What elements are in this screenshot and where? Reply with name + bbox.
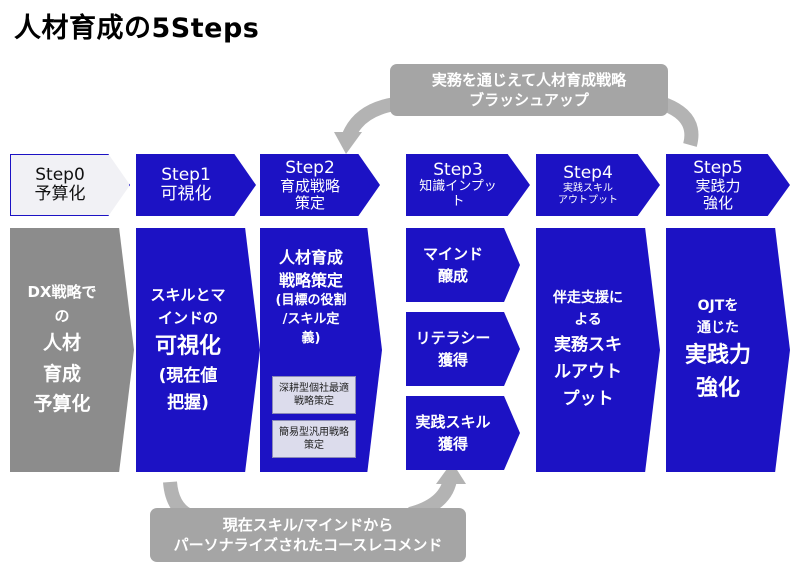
step4-header: Step4 実践スキル アウトプット xyxy=(536,154,660,216)
step0-body: DX戦略で の 人材 育成 予算化 xyxy=(10,228,134,472)
page-title: 人材育成の5Steps xyxy=(14,13,260,44)
step1-header: Step1 可視化 xyxy=(136,154,256,216)
step2-header: Step2 育成戦略 策定 xyxy=(260,154,380,216)
top-loop-label: 実務を通じえて人材育成戦略 ブラッシュアップ xyxy=(390,64,668,116)
step2-option-simple: 簡易型汎用戦略 策定 xyxy=(272,420,356,458)
step2-option-deep: 深耕型個社最適 戦略策定 xyxy=(272,376,356,414)
step3-header: Step3 知識インプッ ト xyxy=(406,154,530,216)
bottom-loop-arrowhead xyxy=(436,462,466,484)
step3-item-practical: 実践スキル 獲得 xyxy=(406,396,520,470)
step3-item-literacy: リテラシー 獲得 xyxy=(406,312,520,386)
step5-header: Step5 実践力 強化 xyxy=(666,154,790,216)
bottom-loop-label: 現在スキル/マインドから パーソナライズされたコースレコメンド xyxy=(150,508,466,562)
step0-header: Step0 予算化 xyxy=(10,154,130,216)
step5-body: OJTを 通じた 実践力 強化 xyxy=(666,228,790,472)
top-loop-arrowhead xyxy=(334,132,362,154)
step1-body: スキルとマ インドの 可視化 (現在値 把握) xyxy=(136,228,260,472)
step3-item-mind: マインド 醸成 xyxy=(406,228,520,302)
step4-body: 伴走支援に よる 実務スキ ルアウト プット xyxy=(536,228,660,472)
